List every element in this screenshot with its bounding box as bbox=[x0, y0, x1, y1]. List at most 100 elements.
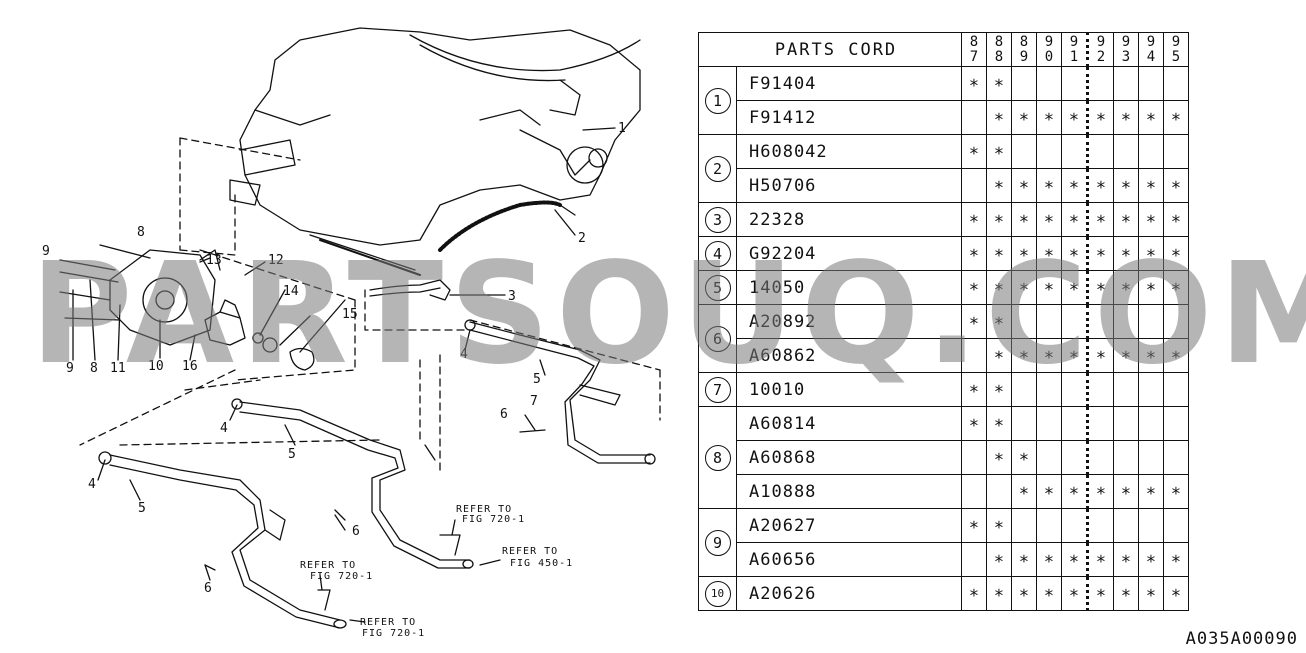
year-availability-cell bbox=[1113, 66, 1139, 101]
part-code: A10888 bbox=[736, 474, 962, 509]
year-availability-cell: ∗ bbox=[1061, 338, 1088, 373]
year-digit: 4 bbox=[1146, 48, 1156, 65]
year-availability-cell: ∗ bbox=[961, 270, 987, 305]
year-availability-cell bbox=[1036, 372, 1062, 407]
year-availability-cell: ∗ bbox=[1011, 474, 1037, 509]
year-digit: 9 bbox=[1146, 33, 1156, 50]
year-availability-cell: ∗ bbox=[1086, 338, 1114, 373]
year-availability-cell: ∗ bbox=[1086, 542, 1114, 577]
year-availability-cell: ∗ bbox=[1086, 168, 1114, 203]
callout-9-top: 9 bbox=[42, 244, 50, 259]
year-availability-cell bbox=[1086, 440, 1114, 475]
year-availability-cell: ∗ bbox=[986, 66, 1012, 101]
part-code: G92204 bbox=[736, 236, 962, 271]
ref-number-circle: 10 bbox=[704, 580, 731, 607]
year-availability-cell bbox=[961, 542, 987, 577]
part-code: H608042 bbox=[736, 134, 962, 169]
year-availability-cell bbox=[1138, 304, 1164, 339]
year-availability-cell bbox=[1163, 508, 1189, 543]
year-availability-cell: ∗ bbox=[1011, 576, 1037, 611]
year-availability-cell bbox=[1086, 372, 1114, 407]
year-availability-cell bbox=[1138, 440, 1164, 475]
year-digit: 8 bbox=[994, 48, 1004, 65]
year-availability-cell: ∗ bbox=[1036, 338, 1062, 373]
year-availability-cell: ∗ bbox=[1163, 236, 1189, 271]
pipe-5-middle bbox=[239, 401, 471, 561]
year-digit: 8 bbox=[969, 33, 979, 50]
year-availability-cell bbox=[1138, 372, 1164, 407]
table-row: H50706∗∗∗∗∗∗∗∗ bbox=[699, 168, 1189, 203]
year-availability-cell: ∗ bbox=[961, 406, 987, 441]
housing-15 bbox=[289, 347, 315, 371]
year-availability-cell: ∗ bbox=[986, 542, 1012, 577]
year-availability-cell bbox=[1163, 304, 1189, 339]
year-availability-cell: ∗ bbox=[1036, 202, 1062, 237]
ref-note-3-line2: FIG 720-1 bbox=[310, 571, 373, 582]
year-digit: 7 bbox=[969, 48, 979, 65]
ref-note-3-line1: REFER TO bbox=[300, 560, 356, 571]
year-availability-cell: ∗ bbox=[1011, 236, 1037, 271]
year-availability-cell: ∗ bbox=[986, 202, 1012, 237]
year-availability-cell: ∗ bbox=[1086, 576, 1114, 611]
part-code: 22328 bbox=[736, 202, 962, 237]
year-availability-cell bbox=[1086, 304, 1114, 339]
year-availability-cell bbox=[961, 168, 987, 203]
year-availability-cell bbox=[1163, 406, 1189, 441]
year-availability-cell: ∗ bbox=[1163, 202, 1189, 237]
callout-5-right: 5 bbox=[533, 372, 541, 387]
year-availability-cell: ∗ bbox=[986, 440, 1012, 475]
year-availability-cell: ∗ bbox=[1011, 440, 1037, 475]
year-digit: 9 bbox=[1171, 33, 1181, 50]
year-availability-cell: ∗ bbox=[986, 100, 1012, 135]
ref-number-circle: 9 bbox=[704, 529, 731, 556]
year-availability-cell: ∗ bbox=[961, 508, 987, 543]
year-availability-cell bbox=[1163, 440, 1189, 475]
callout-1-upper: 1 bbox=[618, 121, 626, 136]
year-availability-cell bbox=[961, 338, 987, 373]
table-row: A60862∗∗∗∗∗∗∗∗ bbox=[699, 338, 1189, 373]
year-availability-cell bbox=[1061, 508, 1088, 543]
year-availability-cell: ∗ bbox=[1113, 270, 1139, 305]
year-availability-cell: ∗ bbox=[986, 304, 1012, 339]
part-code: F91412 bbox=[736, 100, 962, 135]
year-availability-cell: ∗ bbox=[961, 202, 987, 237]
year-availability-cell: ∗ bbox=[1036, 100, 1062, 135]
ref-number-cell: 10 bbox=[698, 576, 737, 611]
year-availability-cell: ∗ bbox=[961, 372, 987, 407]
header-parts-cord: PARTS CORD bbox=[698, 32, 962, 67]
part-code: A20626 bbox=[736, 576, 962, 611]
year-availability-cell bbox=[1163, 134, 1189, 169]
year-availability-cell bbox=[1011, 372, 1037, 407]
year-availability-cell: ∗ bbox=[961, 576, 987, 611]
year-availability-cell bbox=[1036, 304, 1062, 339]
year-availability-cell: ∗ bbox=[1011, 338, 1037, 373]
year-availability-cell bbox=[1011, 134, 1037, 169]
year-availability-cell: ∗ bbox=[1036, 576, 1062, 611]
year-digit: 8 bbox=[994, 33, 1004, 50]
year-availability-cell: ∗ bbox=[1036, 270, 1062, 305]
year-availability-cell: ∗ bbox=[986, 406, 1012, 441]
year-availability-cell: ∗ bbox=[1163, 338, 1189, 373]
ref-note-4-line1: REFER TO bbox=[360, 617, 416, 628]
ref-number-cell: 1 bbox=[698, 66, 737, 135]
year-availability-cell bbox=[1138, 134, 1164, 169]
callout-5-middle: 5 bbox=[288, 447, 296, 462]
year-availability-cell: ∗ bbox=[1086, 236, 1114, 271]
year-availability-cell: ∗ bbox=[986, 338, 1012, 373]
year-digit: 1 bbox=[1069, 48, 1079, 65]
ref-number-cell: 7 bbox=[698, 372, 737, 407]
ref-note-2-line2: FIG 450-1 bbox=[510, 558, 573, 569]
callout-8-top: 8 bbox=[137, 225, 145, 240]
year-digit: 3 bbox=[1121, 48, 1131, 65]
callout-3: 3 bbox=[508, 289, 516, 304]
year-availability-cell: ∗ bbox=[1086, 202, 1114, 237]
ref-number-circle: 3 bbox=[704, 206, 731, 233]
year-availability-cell: ∗ bbox=[986, 168, 1012, 203]
year-availability-cell: ∗ bbox=[1011, 202, 1037, 237]
year-availability-cell: ∗ bbox=[1138, 202, 1164, 237]
